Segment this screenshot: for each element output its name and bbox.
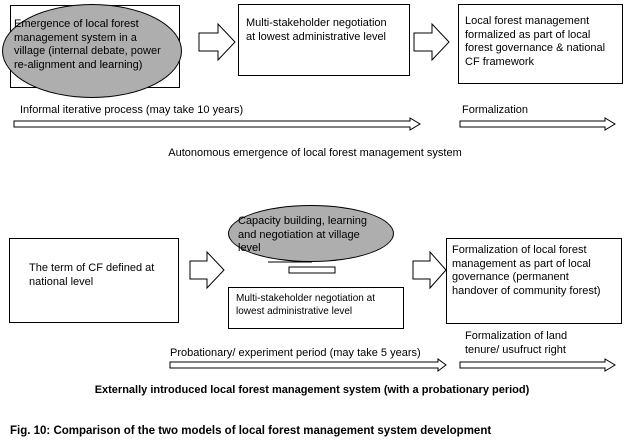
top-negotiation-box bbox=[238, 4, 410, 76]
bottom-negotiation-box bbox=[228, 287, 404, 329]
top-emergence-text: Emergence of local forest management sys… bbox=[14, 18, 161, 71]
bottom-tenure-arrow bbox=[459, 358, 616, 372]
top-formalized-box bbox=[458, 4, 623, 84]
bottom-block-arrow-2 bbox=[412, 250, 447, 290]
top-formalization-label: Formalization bbox=[462, 104, 529, 116]
top-informal-arrow bbox=[13, 117, 421, 131]
top-block-arrow-1 bbox=[198, 22, 236, 62]
bottom-formalization-box bbox=[446, 238, 622, 324]
top-block-arrow-2 bbox=[413, 22, 450, 62]
oval-connector-bar bbox=[288, 266, 336, 274]
bottom-block-arrow-1 bbox=[189, 250, 225, 290]
bottom-national-box bbox=[9, 238, 179, 323]
top-caption: Autonomous emergence of local forest man… bbox=[168, 147, 462, 159]
bottom-probation-arrow bbox=[169, 358, 447, 372]
top-formalized-text: Local forest management formalized as pa… bbox=[465, 15, 606, 68]
bottom-tenure-label: Formalization of land tenure/ usufruct r… bbox=[465, 330, 568, 356]
top-formalization-arrow bbox=[459, 117, 616, 131]
bottom-national-text: The term of CF defined at national level bbox=[29, 262, 155, 288]
figure-caption: Fig. 10: Comparison of the two models of… bbox=[10, 425, 492, 437]
bottom-capacity-oval bbox=[228, 205, 394, 262]
top-emergence-oval bbox=[2, 4, 182, 98]
top-negotiation-text: Multi-stakeholder negotiation at lowest … bbox=[246, 17, 387, 43]
bottom-capacity-text: Capacity building, learning and negotiat… bbox=[238, 215, 368, 254]
top-informal-label: Informal iterative process (may take 10 … bbox=[20, 104, 244, 116]
bottom-negotiation-text: Multi-stakeholder negotiation at lowest … bbox=[236, 293, 375, 317]
bottom-caption: Externally introduced local forest manag… bbox=[94, 384, 530, 396]
bottom-probation-label: Probationary/ experiment period (may tak… bbox=[170, 347, 421, 359]
bottom-formalization-text: Formalization of local forest management… bbox=[452, 244, 601, 297]
